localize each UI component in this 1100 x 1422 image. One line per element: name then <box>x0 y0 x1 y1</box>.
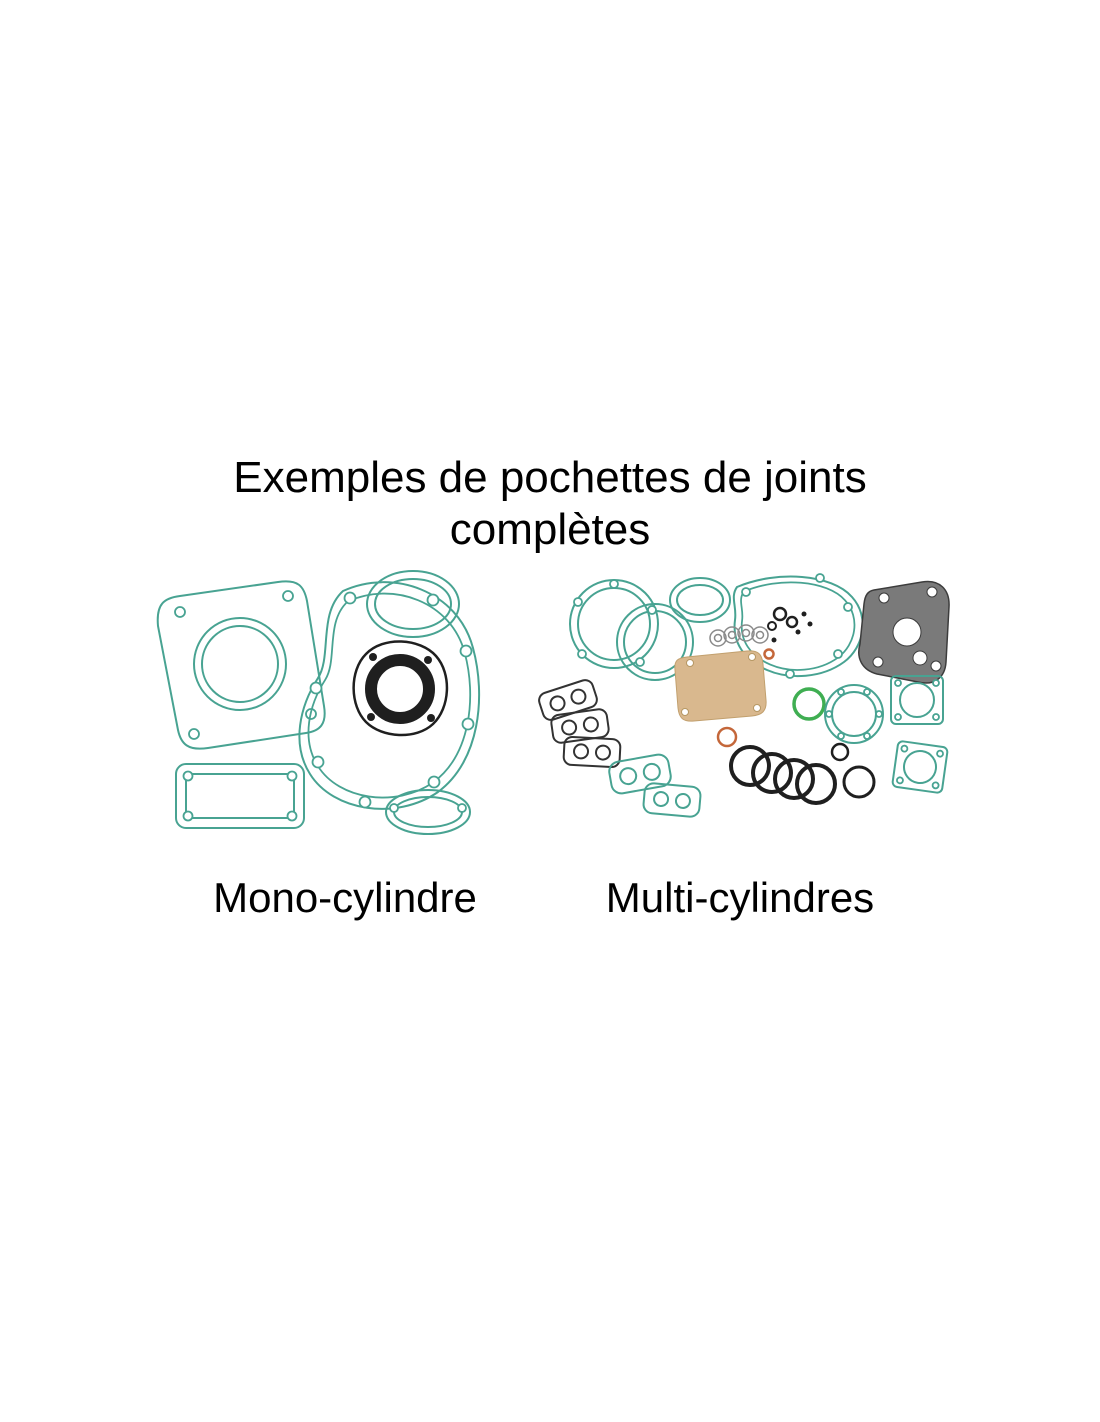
round-cover-gaskets <box>569 579 694 681</box>
small-oval-cover-gasket <box>669 577 731 623</box>
manifold-gasket-pair <box>608 753 702 818</box>
large-oring-fan <box>729 742 876 805</box>
cylinder-base-gasket <box>156 580 326 750</box>
orange-oring-small <box>763 648 775 660</box>
multi-cylinder-figure <box>522 562 962 842</box>
paper-gasket <box>674 650 767 722</box>
green-oring <box>792 687 826 721</box>
multi-cylinder-gasket-kit-illustration <box>538 573 950 818</box>
page-title: Exemples de pochettes de joints complète… <box>0 452 1100 556</box>
square-head-gaskets <box>890 675 949 794</box>
mono-cylinder-gasket-kit-illustration <box>156 570 481 835</box>
washer-set <box>709 624 769 647</box>
orange-oring <box>716 726 738 748</box>
reed-valve-gasket <box>175 763 305 829</box>
cylinder-head-gasket <box>352 640 449 737</box>
small-oring-cluster <box>767 606 813 643</box>
caption-mono-cylinder: Mono-cylindre <box>213 874 477 921</box>
mono-cylinder-figure <box>128 556 528 856</box>
graphite-gasket <box>858 580 950 684</box>
title-line-1: Exemples de pochettes de joints <box>233 453 867 502</box>
exhaust-gasket-stack <box>538 679 622 769</box>
title-line-2: complètes <box>449 505 651 554</box>
valve-cover-gasket <box>366 570 460 638</box>
oil-pan-gasket <box>385 789 471 835</box>
caption-multi-cylinder: Multi-cylindres <box>605 874 875 921</box>
round-cover-gasket <box>824 684 884 744</box>
clutch-cover-gasket <box>298 581 481 810</box>
